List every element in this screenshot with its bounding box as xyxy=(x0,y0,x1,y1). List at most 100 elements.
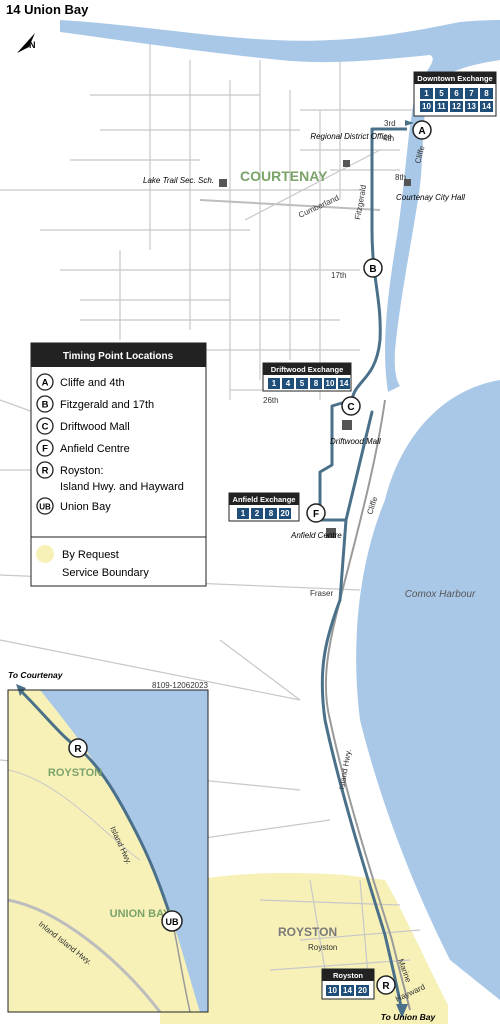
route-badge xyxy=(282,378,294,389)
route-badge xyxy=(237,508,249,519)
island-hwy-road xyxy=(324,399,411,1011)
comox-harbour-water xyxy=(356,380,500,1000)
svg-text:A: A xyxy=(418,126,425,137)
anfield-centre-marker xyxy=(326,528,336,538)
route-arrow-east xyxy=(405,120,414,126)
route-badge xyxy=(296,378,308,389)
route-badge xyxy=(356,985,369,996)
page-title: 14 Union Bay xyxy=(6,2,89,17)
route-badge xyxy=(435,101,448,112)
route-badge xyxy=(338,378,350,389)
driftwood-mall-marker xyxy=(342,420,352,430)
inset-service-area xyxy=(8,690,208,1012)
legend-marker xyxy=(36,373,54,391)
inset-timing-point-ub xyxy=(161,910,183,932)
inset-code: 8109-12062023 xyxy=(152,681,209,690)
driftwood-mall-label: Driftwood Mall xyxy=(330,437,381,446)
legend-marker-label: C xyxy=(42,422,49,433)
route-badge xyxy=(435,88,448,99)
street-4th: 4th xyxy=(383,134,394,143)
route-badge xyxy=(251,508,263,519)
street-fraser: Fraser xyxy=(310,589,333,598)
timing-point-c: C xyxy=(341,396,361,416)
inset-royston-label: ROYSTON xyxy=(48,767,102,779)
legend-marker-label: B xyxy=(42,400,49,411)
city-hall-label: Courtenay City Hall xyxy=(396,193,465,202)
route-badge xyxy=(326,985,339,996)
svg-text:Driftwood Exchange: Driftwood Exchange xyxy=(271,365,344,374)
inset-timing-point-r xyxy=(68,738,88,758)
legend-item-label: Union Bay xyxy=(60,501,111,513)
inset-map: To Courtenay 8109-12062023 ROYSTON UNION… xyxy=(7,670,209,1013)
route-badge-label: 1 xyxy=(272,379,277,388)
courtenay-river-water xyxy=(60,20,500,392)
route-badge-label: 1 xyxy=(424,89,429,98)
service-area-swatch xyxy=(36,545,54,563)
legend-item-label-line2: Island Hwy. and Hayward xyxy=(60,481,184,493)
lake-trail-school-marker xyxy=(219,179,227,187)
to-union-bay-label: To Union Bay xyxy=(381,1012,437,1022)
street-17th: 17th xyxy=(331,271,347,280)
svg-text:B: B xyxy=(369,264,376,275)
route-badge xyxy=(310,378,322,389)
legend-marker xyxy=(36,497,54,515)
regional-district-label: Regional District Office xyxy=(310,132,392,141)
legend-marker xyxy=(36,417,54,435)
route-badge-label: 2 xyxy=(255,509,260,518)
route-badge-label: 14 xyxy=(482,102,491,111)
route-badge-label: 5 xyxy=(300,379,305,388)
legend-title: Timing Point Locations xyxy=(63,351,174,362)
route-badge xyxy=(450,101,463,112)
route-badge xyxy=(480,88,493,99)
legend-marker xyxy=(36,461,54,479)
route-badge-label: 13 xyxy=(467,102,476,111)
route-badge xyxy=(265,508,277,519)
route-badge-label: 6 xyxy=(454,89,459,98)
timing-point-a: A xyxy=(412,120,432,140)
route-badge-label: 12 xyxy=(452,102,461,111)
svg-text:Anfield Exchange: Anfield Exchange xyxy=(233,495,296,504)
svg-text:Downtown Exchange: Downtown Exchange xyxy=(417,74,492,83)
legend-marker xyxy=(36,395,54,413)
route-badge xyxy=(465,101,478,112)
svg-text:F: F xyxy=(313,509,319,520)
legend-marker-label: R xyxy=(42,466,49,477)
north-arrow-icon: N xyxy=(17,33,36,53)
route-badge-label: 1 xyxy=(241,509,246,518)
inset-union-bay-label: UNION BAY xyxy=(110,908,171,920)
street-8th: 8th xyxy=(395,173,406,182)
svg-text:R: R xyxy=(382,981,390,992)
street-26th: 26th xyxy=(263,396,279,405)
legend-item-label: Fitzgerald and 17th xyxy=(60,399,154,411)
route-badge-label: 14 xyxy=(343,986,352,995)
route-badge-label: 10 xyxy=(326,379,335,388)
courtenay-label: COURTENAY xyxy=(240,168,328,184)
route-badge xyxy=(420,101,433,112)
route-badge-label: 10 xyxy=(422,102,431,111)
route-badge xyxy=(420,88,433,99)
legend-item-label: Royston: xyxy=(60,465,103,477)
anfield-centre-label: Anfield Centre xyxy=(290,531,342,540)
svg-text:C: C xyxy=(347,402,354,413)
inset-water xyxy=(40,690,208,1012)
route-badge xyxy=(341,985,354,996)
timing-point-f: F xyxy=(306,503,326,523)
legend-marker-label: A xyxy=(42,378,49,389)
route-badge-label: 8 xyxy=(269,509,274,518)
route-badge-label: 20 xyxy=(358,986,367,995)
route-badge-label: 14 xyxy=(340,379,349,388)
svg-text:R: R xyxy=(74,744,82,755)
inset-inland-hwy xyxy=(7,898,162,1013)
route-arrow-south xyxy=(396,1004,408,1018)
